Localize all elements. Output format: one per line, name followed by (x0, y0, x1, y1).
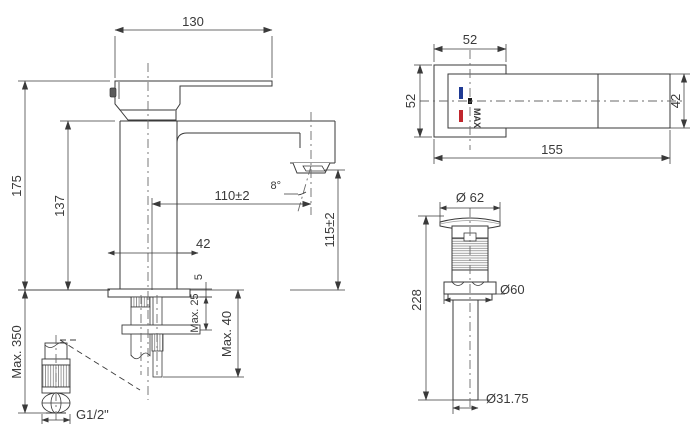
cold-water-indicator (459, 87, 463, 99)
dimension-label-42-plan: 42 (668, 94, 683, 108)
dimension-label-155: 155 (541, 142, 563, 157)
dimension-d3175: Ø31.75 (452, 391, 529, 414)
dimension-label-g12: G1/2" (76, 407, 109, 422)
pop-up-waste-view (439, 208, 501, 408)
centre-lines-plan (420, 50, 684, 150)
dimension-label-42-front: 42 (196, 236, 210, 251)
front-elevation-view (41, 63, 336, 420)
dimension-label-52-depth: 52 (403, 94, 418, 108)
dimension-g12: G1/2" (41, 407, 109, 424)
dimension-label-115: 115±2 (322, 212, 337, 247)
dimension-label-175: 175 (9, 175, 24, 197)
centre-lines-front (55, 63, 312, 420)
dimension-max-350: Max. 350 (9, 289, 110, 414)
dimension-label-d3175: Ø31.75 (486, 391, 529, 406)
top-plan-dimensions: 52 52 155 42 (403, 32, 690, 164)
pop-up-waste-dimensions: Ø 62 228 Ø60 Ø31.75 (409, 190, 529, 414)
dimension-110: 110±2 (151, 188, 312, 290)
dimension-d62: Ø 62 (439, 190, 501, 222)
dimension-label-8deg: 8° (270, 180, 281, 192)
dimension-angle-8: 8° (270, 180, 307, 196)
dimension-42-plan: 42 (668, 73, 690, 129)
waste-tailpipe (452, 299, 479, 401)
faucet-lever-handle (109, 80, 273, 121)
dimension-label-max-40: Max. 40 (219, 311, 234, 357)
dimension-52-depth: 52 (403, 64, 432, 138)
dimension-label-130: 130 (182, 14, 204, 29)
dimension-d60: Ø60 (443, 282, 525, 304)
svg-text:MAX: MAX (472, 108, 482, 128)
dimension-label-max-350: Max. 350 (9, 325, 24, 378)
front-view-dimensions: 130 175 137 110±2 8° (9, 14, 345, 424)
dimension-42-front: 42 (107, 236, 210, 256)
hose-routing-indicator (59, 339, 141, 391)
dimension-label-52-width: 52 (463, 32, 477, 47)
dimension-label-d60: Ø60 (500, 282, 525, 297)
dimension-52-width: 52 (433, 32, 507, 62)
dimension-max-25: Max. 25 (189, 293, 212, 333)
dimension-label-d62: Ø 62 (456, 190, 484, 205)
hot-water-indicator (459, 110, 463, 122)
dimension-label-max-25: Max. 25 (189, 293, 201, 332)
dimension-115: 115±2 (290, 169, 345, 291)
deck-mounting-assembly (107, 288, 201, 378)
dimension-130: 130 (114, 14, 273, 78)
dimension-label-5: 5 (193, 274, 205, 280)
top-plan-view: MAX (420, 50, 684, 150)
dimension-label-137: 137 (52, 195, 67, 217)
dimension-228: 228 (409, 215, 453, 401)
dimension-label-228: 228 (409, 289, 424, 311)
dimension-max-40: Max. 40 (163, 289, 244, 378)
dimension-label-110: 110±2 (214, 188, 249, 203)
dimension-155: 155 (433, 130, 671, 164)
